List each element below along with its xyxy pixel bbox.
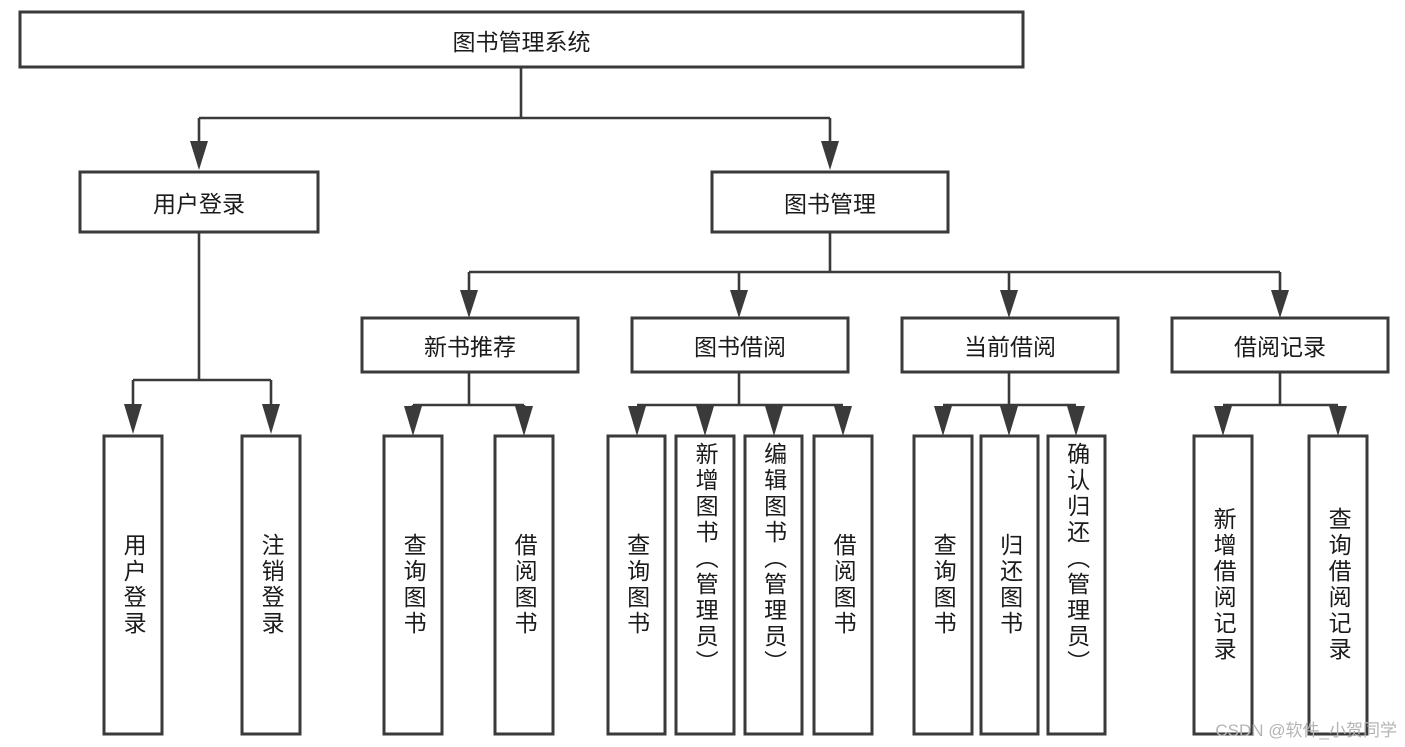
arrow-to-leaf-current-return: [1000, 406, 1018, 436]
leaf-borrow-edit[interactable]: [743, 434, 804, 736]
arrow-to-leaf-current-query: [934, 406, 952, 436]
arrow-to-leaf-user-login: [124, 404, 142, 434]
leaf-recommend-borrow[interactable]: [493, 434, 555, 736]
arrow-to-leaf-record-add: [1214, 406, 1232, 436]
arrow-to-leaf-borrow-lend: [834, 406, 852, 436]
leaf-borrow-query[interactable]: [606, 434, 667, 736]
leaf-user-login[interactable]: [102, 434, 164, 736]
leaf-current-confirm[interactable]: [1046, 434, 1107, 736]
arrow-to-leaf-record-query: [1329, 406, 1347, 436]
node-box-layer: [18, 10, 1390, 736]
arrow-to-new-book-recommend: [460, 290, 478, 318]
leaf-current-query[interactable]: [912, 434, 974, 736]
arrow-to-leaf-borrow-add: [696, 406, 714, 436]
leaf-record-add[interactable]: [1192, 434, 1254, 736]
node-root[interactable]: [18, 10, 1025, 69]
node-book-borrow[interactable]: [630, 316, 850, 374]
leaf-current-return[interactable]: [979, 434, 1040, 736]
arrow-to-current-borrow: [1000, 290, 1018, 318]
arrow-to-book-borrow: [730, 290, 748, 318]
leaf-borrow-lend[interactable]: [812, 434, 874, 736]
leaf-recommend-query[interactable]: [382, 434, 444, 736]
arrow-to-borrow-record: [1271, 290, 1289, 318]
node-book-manage[interactable]: [710, 170, 950, 234]
connector-layer: [124, 67, 1347, 436]
arrow-to-leaf-recommend-query: [404, 406, 422, 436]
arrow-to-user-login: [190, 141, 208, 170]
arrow-to-leaf-borrow-query: [628, 406, 646, 436]
arrow-to-leaf-borrow-edit: [765, 406, 783, 436]
arrow-to-leaf-recommend-borrow: [515, 406, 533, 436]
arrow-to-leaf-current-confirm: [1067, 406, 1085, 436]
node-new-book-recommend[interactable]: [360, 316, 580, 374]
arrow-to-book-manage: [821, 141, 839, 170]
arrow-to-leaf-user-logout: [262, 404, 280, 434]
node-current-borrow[interactable]: [900, 316, 1120, 374]
leaf-record-query[interactable]: [1307, 434, 1369, 736]
node-borrow-record[interactable]: [1170, 316, 1390, 374]
leaf-user-logout[interactable]: [240, 434, 302, 736]
node-user-login[interactable]: [78, 170, 320, 234]
leaf-borrow-add[interactable]: [674, 434, 736, 736]
